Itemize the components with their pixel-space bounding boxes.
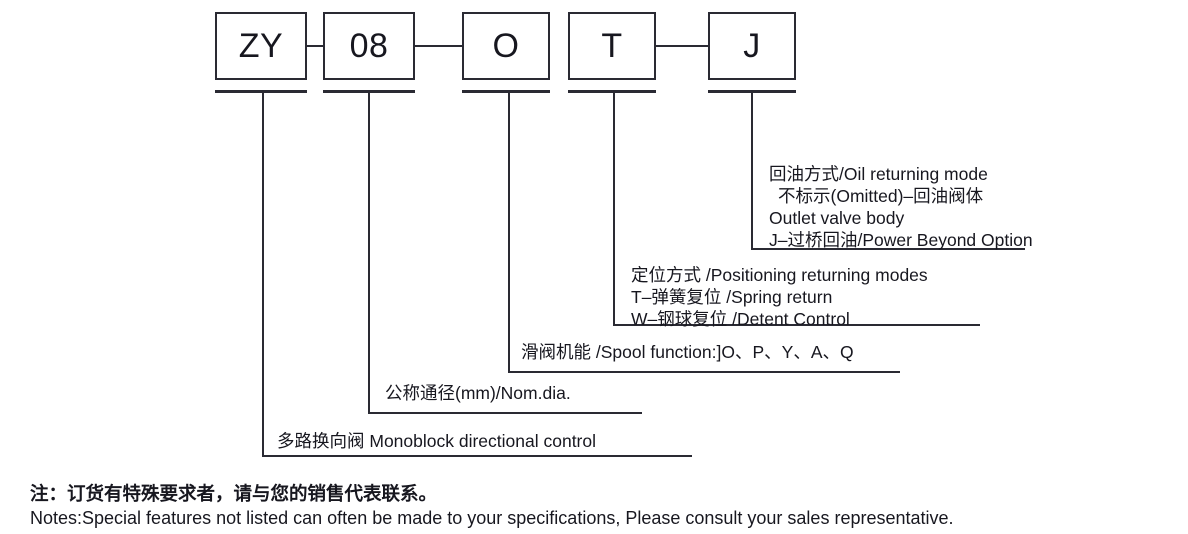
leader-tbar-4 xyxy=(568,90,656,93)
callout-positioning-returning-modes-line-1: 定位方式 /Positioning returning modes xyxy=(631,265,928,285)
leader-vline-5 xyxy=(751,93,753,248)
leader-vline-1 xyxy=(262,93,264,455)
code-connector-2 xyxy=(415,45,462,47)
leader-tbar-5 xyxy=(708,90,796,93)
callout-positioning-returning-modes-line-2: T–弹簧复位 /Spring return xyxy=(631,287,833,307)
callout-oil-returning-mode-line-2: 不标示(Omitted)–回油阀体 xyxy=(778,186,984,206)
callout-oil-returning-mode-line-1: 回油方式/Oil returning mode xyxy=(769,164,988,184)
note-chinese: 注：订货有特殊要求者，请与您的销售代表联系。 xyxy=(30,483,438,504)
leader-underline-2 xyxy=(368,412,642,414)
leader-vline-2 xyxy=(368,93,370,412)
code-box-2[interactable]: 08 xyxy=(323,12,415,80)
code-box-3[interactable]: O xyxy=(462,12,550,80)
callout-oil-returning-mode-line-3: Outlet valve body xyxy=(769,208,905,228)
leader-vline-3 xyxy=(508,93,510,371)
code-box-5[interactable]: J xyxy=(708,12,796,80)
callout-nominal-diameter-line-1: 公称通径(mm)/Nom.dia. xyxy=(385,383,571,403)
leader-underline-4 xyxy=(613,324,980,326)
callout-monoblock-directional-control-line-1: 多路换向阀 Monoblock directional control xyxy=(277,431,597,451)
callout-spool-function: 滑阀机能 /Spool function:]O、P、Y、A、Q xyxy=(521,341,854,363)
code-connector-3 xyxy=(656,45,708,47)
note-english: Notes:Special features not listed can of… xyxy=(30,508,954,528)
code-box-4[interactable]: T xyxy=(568,12,656,80)
leader-tbar-3 xyxy=(462,90,550,93)
leader-underline-5 xyxy=(751,248,1025,250)
callout-oil-returning-mode-line-4: J–过桥回油/Power Beyond Option xyxy=(769,230,1033,250)
code-connector-1 xyxy=(307,45,323,47)
leader-tbar-1 xyxy=(215,90,307,93)
callout-positioning-returning-modes-line-3: W–钢球复位 /Detent Control xyxy=(631,309,850,329)
leader-underline-1 xyxy=(262,455,692,457)
callout-nominal-diameter: 公称通径(mm)/Nom.dia. xyxy=(385,382,571,404)
leader-vline-4 xyxy=(613,93,615,324)
leader-underline-3 xyxy=(508,371,900,373)
notes-section: 注：订货有特殊要求者，请与您的销售代表联系。 Notes:Special fea… xyxy=(30,481,1180,531)
code-box-1[interactable]: ZY xyxy=(215,12,307,80)
callout-monoblock-directional-control: 多路换向阀 Monoblock directional control xyxy=(277,430,596,452)
leader-tbar-2 xyxy=(323,90,415,93)
callout-spool-function-line-1: 滑阀机能 /Spool function:]O、P、Y、A、Q xyxy=(521,342,854,362)
